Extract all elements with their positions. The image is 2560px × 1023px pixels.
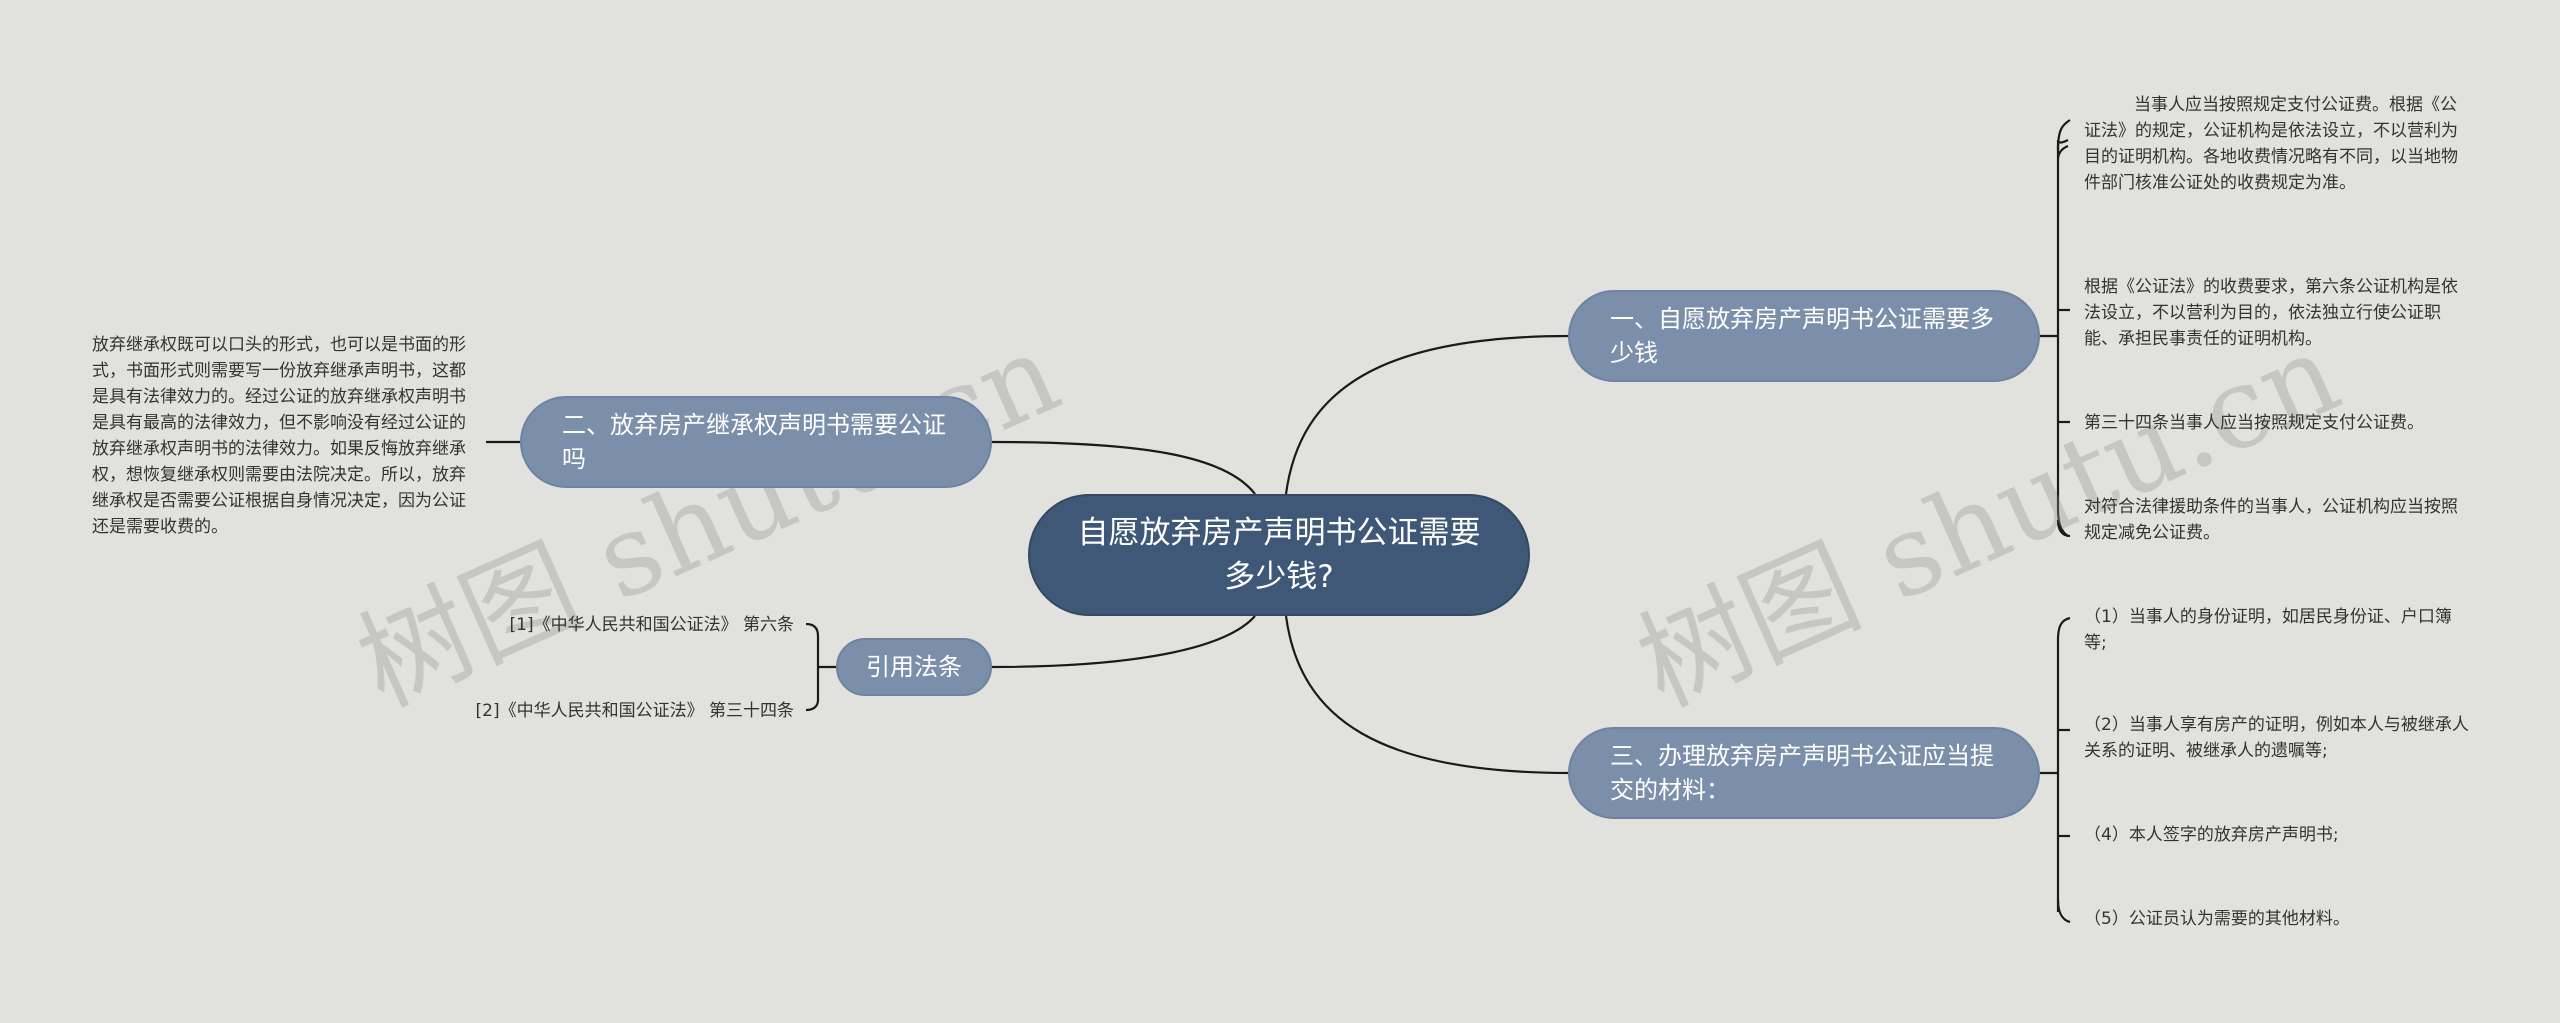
leaf-note: 放弃继承权既可以口头的形式，也可以是书面的形式，书面形式则需要写一份放弃继承声明… bbox=[92, 335, 466, 537]
branch-required-materials[interactable]: 三、办理放弃房产声明书公证应当提交的材料： bbox=[1568, 727, 2040, 819]
leaf-note: 当事人应当按照规定支付公证费。根据《公证法》的规定，公证机构是依法设立，不以营利… bbox=[2084, 95, 2458, 193]
root-topic[interactable]: 自愿放弃房产声明书公证需要多少钱? bbox=[1028, 494, 1530, 616]
leaf-note: 根据《公证法》的收费要求，第六条公证机构是依法设立，不以营利为目的，依法独立行使… bbox=[2084, 277, 2458, 349]
branch-need-notarization[interactable]: 二、放弃房产继承权声明书需要公证吗 bbox=[520, 396, 992, 488]
branch-label: 一、自愿放弃房产声明书公证需要多少钱 bbox=[1610, 305, 1994, 367]
leaf-note: （1）当事人的身份证明，如居民身份证、户口簿等; bbox=[2084, 607, 2452, 653]
leaf-note: 第三十四条当事人应当按照规定支付公证费。 bbox=[2084, 413, 2424, 433]
bracket-b4 bbox=[816, 636, 836, 700]
connector-root-b2 bbox=[991, 440, 1256, 495]
leaf-note: （2）当事人享有房产的证明，例如本人与被继承人关系的证明、被继承人的遗嘱等; bbox=[2084, 715, 2469, 761]
bracket-b3 bbox=[2040, 640, 2060, 912]
connector-root-b1 bbox=[1284, 334, 1571, 495]
bracket-b1 bbox=[2040, 139, 2069, 537]
leaf-note: （4）本人签字的放弃房产声明书; bbox=[2084, 825, 2339, 845]
connector-root-b4 bbox=[991, 615, 1256, 669]
branch-fee-amount[interactable]: 一、自愿放弃房产声明书公证需要多少钱 bbox=[1568, 290, 2040, 382]
leaf-citation: [2]《中华人民共和国公证法》 第三十四条 bbox=[475, 701, 794, 721]
leaf-citation: [1]《中华人民共和国公证法》 第六条 bbox=[509, 615, 794, 635]
branch-cited-laws[interactable]: 引用法条 bbox=[836, 638, 992, 696]
branch-label: 三、办理放弃房产声明书公证应当提交的材料： bbox=[1610, 742, 1994, 804]
root-topic-label: 自愿放弃房产声明书公证需要多少钱? bbox=[1077, 515, 1481, 595]
connector-root-b3 bbox=[1284, 615, 1571, 775]
branch-label: 引用法条 bbox=[866, 653, 962, 681]
branch-label: 二、放弃房产继承权声明书需要公证吗 bbox=[562, 411, 946, 473]
leaf-note: （5）公证员认为需要的其他材料。 bbox=[2084, 909, 2350, 929]
leaf-note: 对符合法律援助条件的当事人，公证机构应当按照规定减免公证费。 bbox=[2084, 497, 2458, 543]
